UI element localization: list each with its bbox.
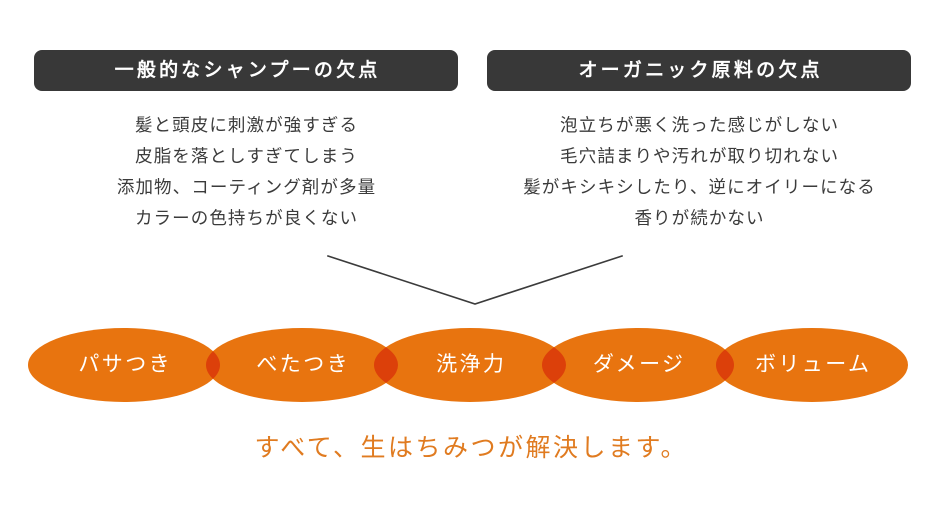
drawback-item: 皮脂を落としすぎてしまう — [135, 146, 358, 166]
header-pill-label: オーガニック原料の欠点 — [578, 60, 823, 81]
problem-ellipse — [542, 328, 734, 402]
problem-ellipse — [206, 328, 398, 402]
problem-ellipse — [28, 328, 220, 402]
drawback-item: 髪と頭皮に刺激が強すぎる — [134, 115, 359, 135]
drawback-item: カラーの色持ちが良くない — [134, 208, 359, 228]
drawback-item: 毛穴詰まりや汚れが取り切れない — [560, 146, 840, 166]
problem-ellipse — [716, 328, 908, 402]
chevron-down-icon — [326, 254, 624, 305]
drawback-list-common-shampoo: 髪と頭皮に刺激が強すぎる 皮脂を落としすぎてしまう 添加物、コーティング剤が多量… — [34, 110, 458, 234]
header-pill-organic-ingredients: オーガニック原料の欠点 — [487, 50, 911, 91]
drawback-item: 香りが続かない — [634, 208, 765, 228]
drawback-item: 添加物、コーティング剤が多量 — [116, 177, 377, 197]
drawback-item: 髪がキシキシしたり、逆にオイリーになる — [523, 177, 876, 197]
problem-ellipse-band — [28, 328, 908, 402]
header-pill-label: 一般的なシャンプーの欠点 — [114, 60, 381, 81]
drawback-list-organic-ingredients: 泡立ちが悪く洗った感じがしない 毛穴詰まりや汚れが取り切れない 髪がキシキシした… — [487, 110, 911, 234]
tagline-text: すべて、生はちみつが解決します。 — [254, 434, 688, 462]
header-pill-common-shampoo: 一般的なシャンプーの欠点 — [34, 50, 458, 91]
problem-ellipse — [374, 328, 566, 402]
drawback-item: 泡立ちが悪く洗った感じがしない — [560, 115, 840, 135]
